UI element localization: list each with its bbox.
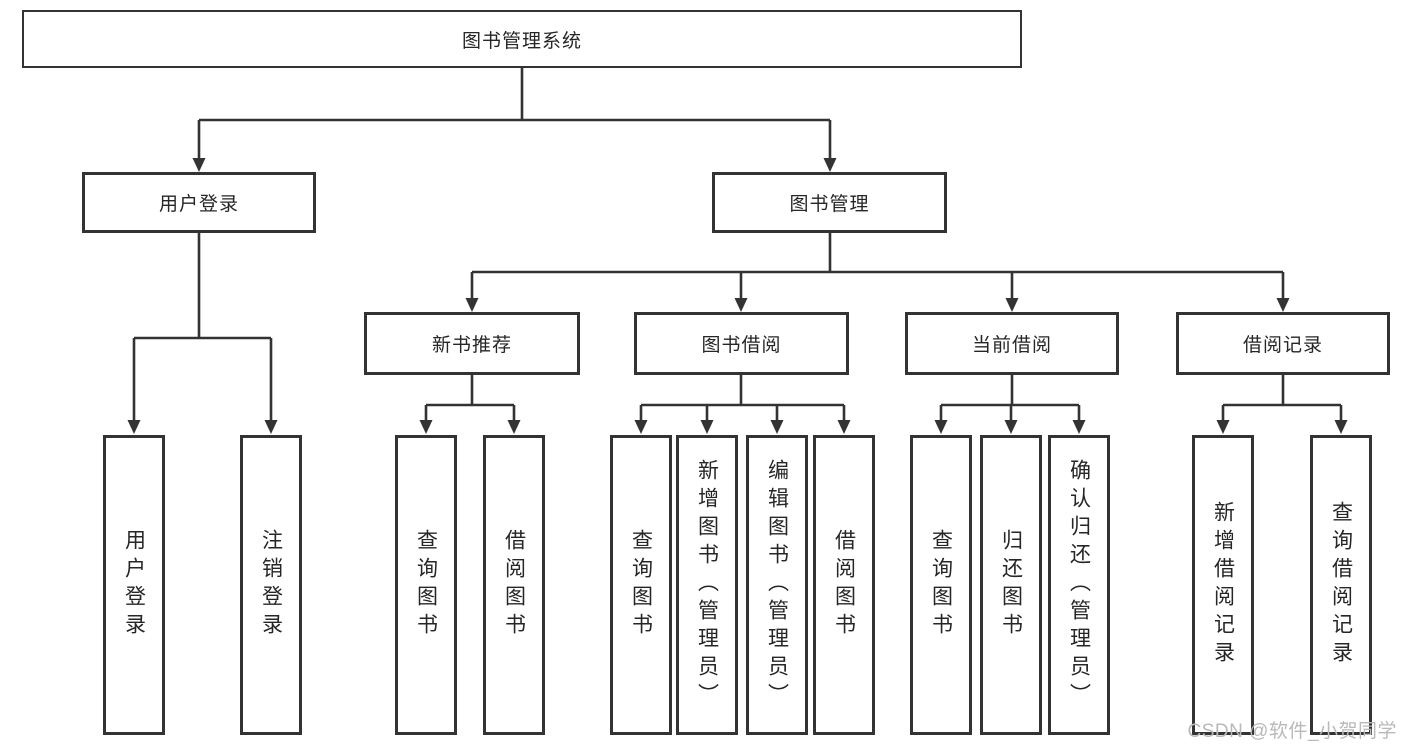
arrowhead [934,420,948,434]
node-user-login: 用户登录 [82,172,316,233]
connector-root-to-level2 [197,68,832,159]
arrowhead [465,298,479,312]
csdn-watermark: CSDN @软件_小贺同学 [1187,721,1397,742]
node-label: 查询图书 [629,529,653,641]
arrowhead [127,420,141,434]
node-leaf-logout: 注销登录 [240,435,302,735]
node-leaf-confirm-return-admin: 确认归还（管理员） [1048,435,1110,735]
arrowhead [507,420,521,434]
connector-newbook-to-leaves [424,375,516,421]
arrowhead [734,298,748,312]
node-label: 用户登录 [158,194,239,215]
node-label: 借阅图书 [502,529,526,641]
node-label: 当前借阅 [971,335,1052,356]
arrowhead [264,420,278,434]
connector-records-to-leaves [1221,375,1343,421]
node-leaf-add-borrow-record: 新增借阅记录 [1192,435,1254,735]
node-book-management: 图书管理 [712,172,947,233]
node-root-library-system: 图书管理系统 [22,10,1022,68]
node-label: 新书推荐 [431,335,512,356]
node-label: 新增借阅记录 [1211,501,1235,669]
arrowhead [700,420,714,434]
node-leaf-edit-book-admin: 编辑图书（管理员） [746,435,808,735]
node-leaf-user-login: 用户登录 [103,435,165,735]
node-label: 借阅图书 [832,529,856,641]
node-label: 归还图书 [999,529,1023,641]
node-label: 图书借阅 [701,335,782,356]
arrowhead [1216,420,1230,434]
node-label: 新增图书（管理员） [695,459,719,711]
node-new-book-recommend: 新书推荐 [364,312,580,375]
arrowhead [770,420,784,434]
arrowhead [1005,298,1019,312]
node-current-borrow: 当前借阅 [905,312,1119,375]
node-label: 查询图书 [929,529,953,641]
connector-bookborrow-to-leaves [639,375,846,421]
node-label: 查询图书 [414,529,438,641]
node-leaf-query-books-recommend: 查询图书 [395,435,457,735]
node-book-borrow: 图书借阅 [634,312,849,375]
arrowhead [1276,298,1290,312]
node-label: 注销登录 [259,529,283,641]
arrowhead [1004,420,1018,434]
node-borrow-records: 借阅记录 [1176,312,1390,375]
node-leaf-query-borrow-record: 查询借阅记录 [1310,435,1372,735]
node-label: 确认归还（管理员） [1067,459,1091,711]
connector-userlogin-to-leaves [132,233,273,421]
node-label: 图书管理 [789,194,870,215]
connector-currentborrow-to-leaves [939,375,1081,421]
arrowhead [1072,420,1086,434]
arrowhead [1334,420,1348,434]
arrowhead [419,420,433,434]
arrowhead [823,158,837,172]
node-label: 用户登录 [122,529,146,641]
node-leaf-return-book: 归还图书 [980,435,1042,735]
arrowhead [192,158,206,172]
node-leaf-borrow-books: 借阅图书 [813,435,875,735]
node-leaf-add-book-admin: 新增图书（管理员） [676,435,738,735]
node-label: 借阅记录 [1242,335,1323,356]
node-leaf-query-books-borrow: 查询图书 [610,435,672,735]
arrowhead [634,420,648,434]
node-label: 编辑图书（管理员） [765,459,789,711]
connector-bookmgmt-to-level3 [470,233,1285,298]
node-leaf-query-books-current: 查询图书 [910,435,972,735]
node-label: 查询借阅记录 [1329,501,1353,669]
node-label: 图书管理系统 [461,30,582,52]
arrowhead [837,420,851,434]
node-leaf-borrow-books-recommend: 借阅图书 [483,435,545,735]
